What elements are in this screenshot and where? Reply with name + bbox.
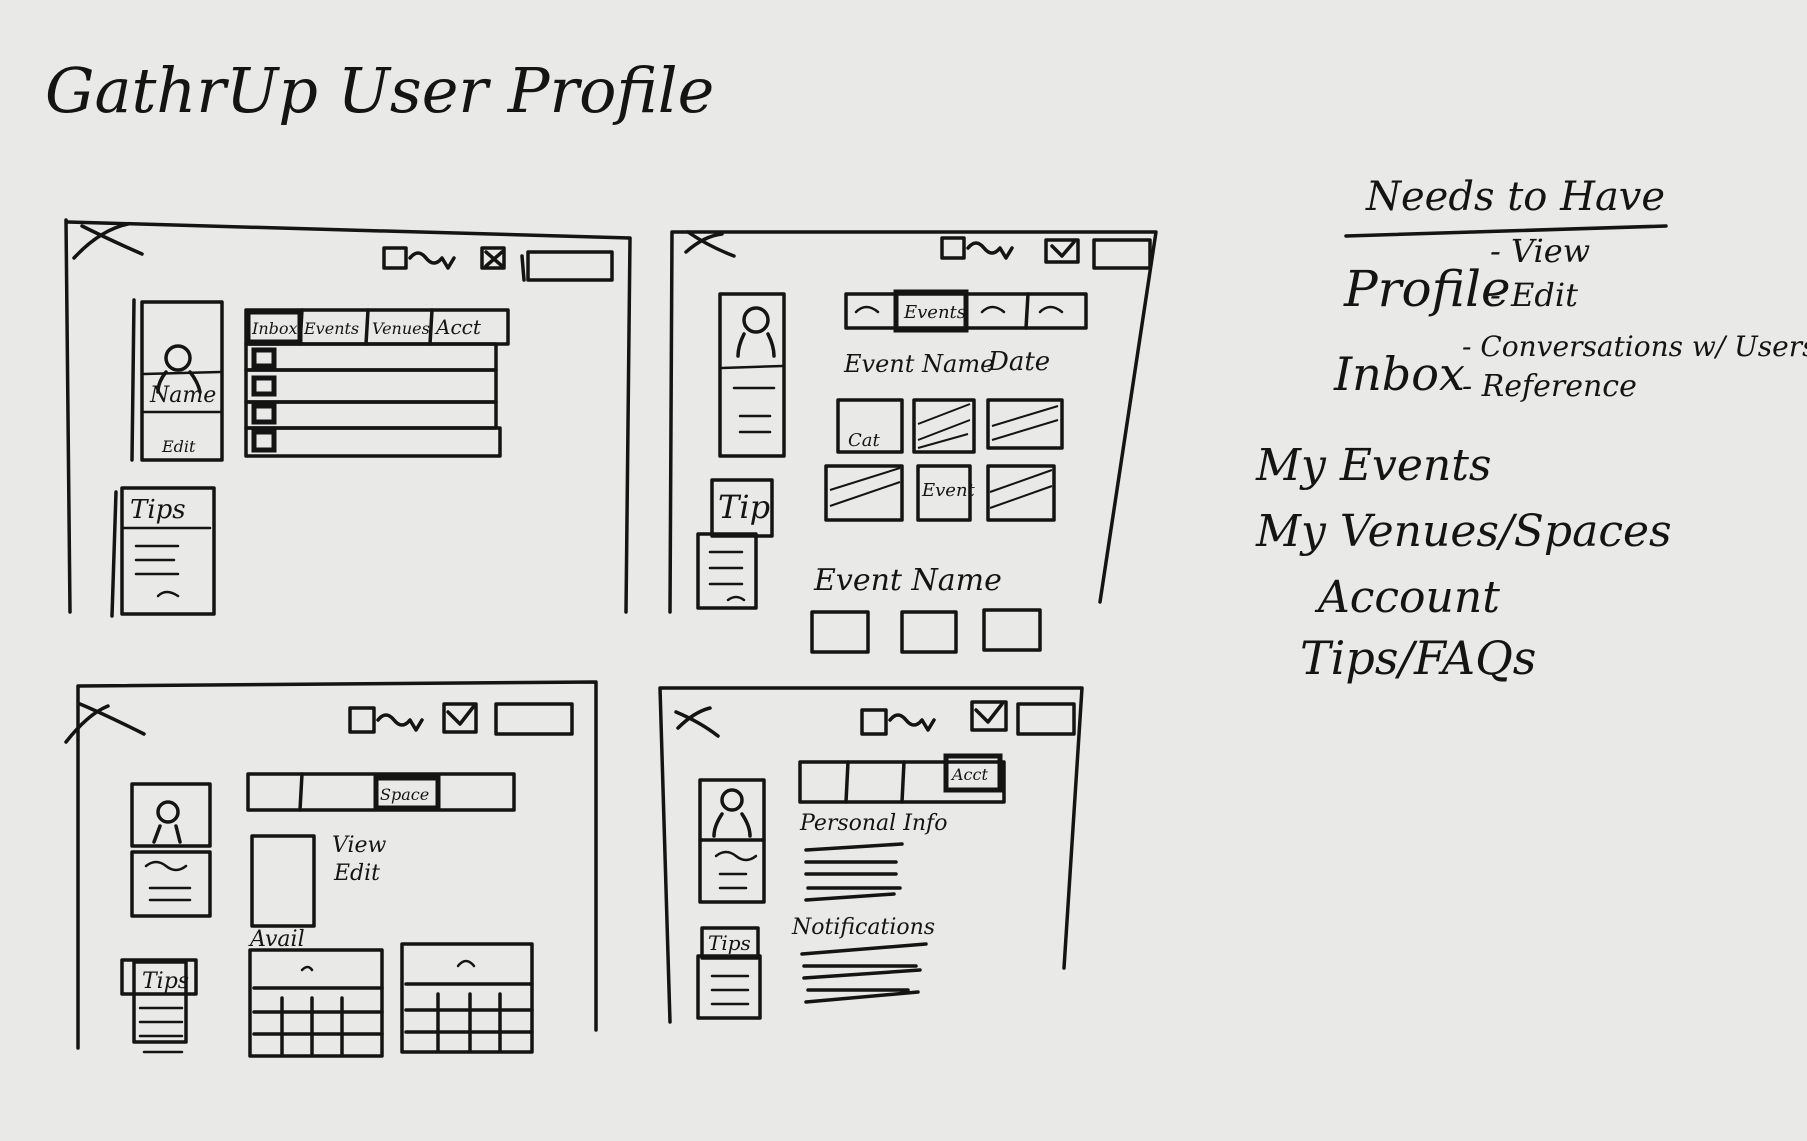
event-thumbnails (810, 608, 1042, 654)
tips-label: Tips (142, 969, 189, 994)
notes-profile-view: - View (1490, 232, 1590, 270)
name-label: Name (149, 383, 216, 408)
notes-my-venues: My Venues/Spaces (1255, 506, 1672, 557)
notes-my-events: My Events (1255, 440, 1492, 491)
toolbar-icons (860, 700, 1076, 736)
sketch-events-view: Events Event Name Date Cat Event Tip Eve… (668, 230, 1158, 654)
notes-profile-edit: - Edit (1490, 276, 1578, 314)
notes-profile: Profile (1343, 260, 1511, 318)
tab-bar: Inbox Events Venues Acct (244, 308, 510, 346)
space-photo (250, 834, 316, 928)
tab-inbox[interactable]: Inbox (251, 319, 298, 338)
tab-bar: Space (246, 772, 516, 812)
close-icon (72, 222, 144, 260)
profile-card (698, 778, 766, 904)
cat-label: Cat (848, 430, 881, 451)
inbox-list (244, 342, 502, 458)
tips-panel: Tip (696, 478, 774, 610)
tips-panel: Tips (110, 486, 216, 618)
personal-info-label: Personal Info (799, 811, 947, 836)
close-icon (64, 702, 146, 744)
tab-events[interactable]: Events (903, 302, 966, 323)
events-label: Event (921, 480, 976, 501)
notes-heading: Needs to Have (1365, 174, 1665, 220)
avatar-icon (712, 788, 752, 838)
avail-label: Avail (248, 927, 305, 952)
notifications-label: Notifications (791, 915, 935, 940)
tips-panel: Tips (120, 958, 198, 1054)
event-grid: Cat Event (824, 398, 1064, 522)
tab-space[interactable]: Space (380, 785, 429, 804)
sketch-account-view: Acct Personal Info Notifications Tips (658, 686, 1084, 1024)
tab-bar: Acct (798, 753, 1006, 804)
view-label[interactable]: View (332, 833, 387, 858)
close-icon (674, 706, 720, 738)
edit-label: Edit (161, 437, 196, 456)
event-name-header: Event Name (843, 350, 994, 378)
date-header: Date (987, 347, 1050, 377)
event-name-label: Event Name (813, 563, 1002, 598)
tip-label: Tip (718, 488, 770, 526)
tips-label: Tips (130, 495, 186, 525)
notes-tips: Tips/FAQs (1300, 631, 1536, 685)
avatar-icon (152, 800, 182, 844)
toolbar-icons (382, 246, 614, 282)
close-icon (684, 230, 736, 258)
tab-venues[interactable]: Venues (372, 319, 430, 338)
tab-acct[interactable]: Acct (950, 765, 988, 784)
requirements-notes: Needs to Have Profile - View - Edit Inbo… (1255, 174, 1807, 685)
personal-info-lines (804, 842, 904, 902)
tips-panel: Tips (696, 926, 762, 1020)
sketch-spaces-view: Space View Edit Avail Tips (64, 680, 598, 1058)
sketch-inbox-view: Name Edit Inbox Events Venues Acct (64, 218, 632, 618)
tips-label: Tips (708, 931, 751, 955)
profile-card (718, 292, 786, 458)
toolbar-icons (940, 236, 1152, 270)
toolbar-icons (348, 702, 574, 736)
availability-calendars (248, 942, 534, 1058)
profile-card (130, 782, 212, 918)
notes-inbox-conversations: - Conversations w/ Users (1462, 330, 1807, 363)
avatar-icon (736, 306, 776, 358)
page-title: GathrUp User Profile (45, 54, 714, 127)
notifications-lines (800, 942, 928, 1004)
notes-inbox-reference: - Reference (1462, 369, 1637, 404)
tab-events[interactable]: Events (303, 319, 359, 338)
edit-label[interactable]: Edit (333, 861, 380, 886)
notes-inbox: Inbox (1333, 347, 1465, 401)
tab-acct[interactable]: Acct (434, 315, 482, 339)
tab-bar: Events (844, 289, 1088, 333)
notes-account: Account (1314, 572, 1500, 623)
profile-card: Name Edit (130, 298, 224, 462)
